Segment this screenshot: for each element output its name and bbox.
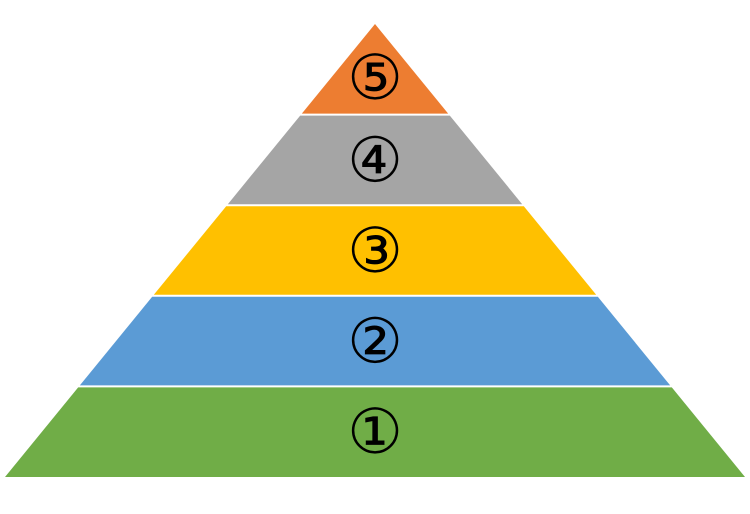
pyramid-layer-shape xyxy=(79,296,671,386)
pyramid-layer-3: ③ xyxy=(153,206,597,295)
pyramid-layer-5: ⑤ xyxy=(301,24,449,114)
pyramid-layer-1: ① xyxy=(5,387,745,477)
pyramid-layer-shape xyxy=(301,24,449,114)
pyramid-layer-2: ② xyxy=(79,296,671,386)
pyramid-layer-label: ② xyxy=(347,305,403,378)
pyramid-layer-shape xyxy=(5,387,745,477)
pyramid-layer-4: ④ xyxy=(227,115,523,205)
pyramid-layer-shape xyxy=(227,115,523,205)
pyramid-layer-label: ④ xyxy=(347,123,403,196)
pyramid-layer-shape xyxy=(153,206,597,295)
pyramid-layer-label: ③ xyxy=(347,214,403,287)
pyramid-layer-label: ⑤ xyxy=(347,41,403,114)
pyramid-layer-label: ① xyxy=(347,395,403,468)
